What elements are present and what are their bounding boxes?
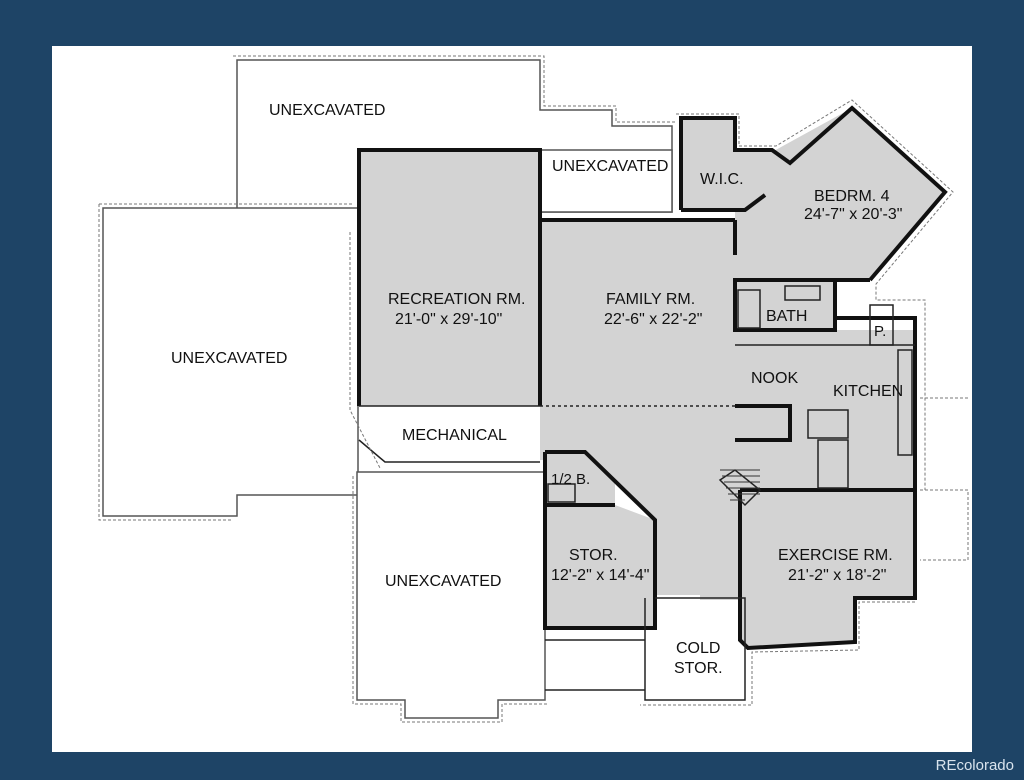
recreation-size-label: 21'-0" x 29'-10" bbox=[395, 311, 502, 328]
half-bath-label: 1/2 B. bbox=[551, 471, 590, 488]
family-size-label: 22'-6" x 22'-2" bbox=[604, 311, 702, 328]
storage-size-label: 12'-2" x 14'-4" bbox=[551, 567, 649, 584]
basement-floor-plan: UNEXCAVATED UNEXCAVATED W.I.C. BEDRM. 4 … bbox=[98, 55, 969, 723]
watermark: REcolorado bbox=[935, 757, 1014, 774]
bedroom4-name-label: BEDRM. 4 bbox=[814, 188, 890, 205]
kitchen-label: KITCHEN bbox=[833, 383, 903, 400]
bedroom4-size-label: 24'-7" x 20'-3" bbox=[804, 206, 902, 223]
wic-label: W.I.C. bbox=[700, 171, 744, 188]
cold-storage-label-line1: COLD bbox=[676, 640, 720, 657]
storage-room bbox=[545, 505, 655, 628]
recreation-room bbox=[359, 150, 540, 406]
mechanical-room bbox=[359, 406, 540, 462]
family-name-label: FAMILY RM. bbox=[606, 291, 695, 308]
unexcavated-left-label: UNEXCAVATED bbox=[171, 350, 287, 367]
pantry-label: P. bbox=[874, 323, 886, 340]
exercise-size-label: 21'-2" x 18'-2" bbox=[788, 567, 886, 584]
unexcavated-bottom-label: UNEXCAVATED bbox=[385, 573, 501, 590]
family-room bbox=[540, 220, 735, 406]
storage-name-label: STOR. bbox=[569, 547, 618, 564]
unexcavated-top-label: UNEXCAVATED bbox=[269, 102, 385, 119]
bath-label: BATH bbox=[766, 308, 807, 325]
nook-label: NOOK bbox=[751, 370, 798, 387]
unexcavated-bottom-area bbox=[356, 471, 546, 719]
mechanical-label: MECHANICAL bbox=[402, 427, 507, 444]
wic-room bbox=[681, 118, 772, 210]
unexcavated-mid-label: UNEXCAVATED bbox=[552, 158, 668, 175]
cold-storage-label-line2: STOR. bbox=[674, 660, 723, 677]
exercise-name-label: EXERCISE RM. bbox=[778, 547, 893, 564]
floor-plan-panel: UNEXCAVATED UNEXCAVATED W.I.C. BEDRM. 4 … bbox=[52, 46, 972, 752]
recreation-name-label: RECREATION RM. bbox=[388, 291, 525, 308]
exercise-room bbox=[740, 490, 915, 648]
